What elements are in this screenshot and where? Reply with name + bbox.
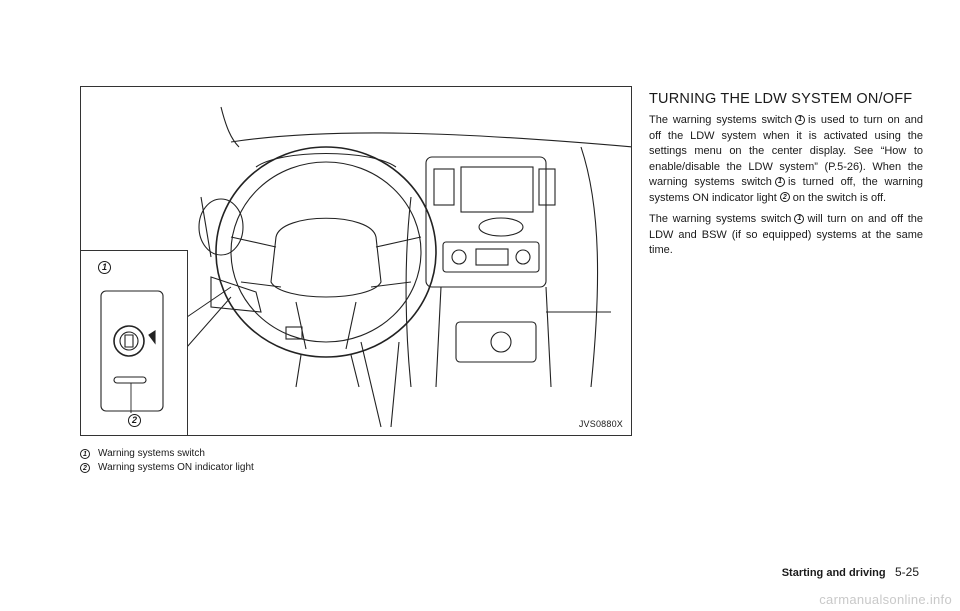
footer-section-name: Starting and driving <box>781 567 886 579</box>
inline-callout: 1 <box>795 114 806 125</box>
switch-inset: 1 2 <box>81 250 188 435</box>
page-number: 5-25 <box>894 565 919 579</box>
paragraph-text: is used to turn on and off the LDW syste… <box>649 114 924 188</box>
inline-callout: 2 <box>779 192 790 202</box>
warning-systems-switch <box>113 325 145 357</box>
steering-wheel-inner <box>230 161 422 343</box>
section-title: TURNING THE LDW SYSTEM ON/OFF <box>649 91 913 107</box>
paragraph-text: The warning systems switch <box>649 213 792 225</box>
indicator-light <box>113 376 147 384</box>
paragraph-text: will turn on and off the LDW and BSW (if… <box>649 213 924 256</box>
dashboard-illustration: 1 2 JVS0880X <box>80 86 632 436</box>
center-stack <box>425 156 547 288</box>
paragraph-text: is turned off, the warning systems ON in… <box>649 176 923 204</box>
steering-hub <box>270 217 382 298</box>
legend-callout-1: 1 <box>80 449 90 459</box>
steering-wheel-outer <box>215 146 437 358</box>
dashboard-drawing <box>186 106 631 428</box>
legend-item: 2 Warning systems ON indicator light <box>80 461 254 475</box>
legend-label-2: Warning systems ON indicator light <box>98 462 254 473</box>
figure-legend: 1 Warning systems switch 2 Warning syste… <box>80 447 254 475</box>
legend-item: 1 Warning systems switch <box>80 447 254 461</box>
inline-callout: 1 <box>794 213 805 224</box>
inline-callout: 1 <box>774 176 785 187</box>
paragraph-text: The warning systems switch <box>649 114 793 126</box>
watermark: carmanualsonline.info <box>819 592 952 607</box>
center-display <box>460 166 534 213</box>
paragraph-text: on the switch is off. <box>792 191 887 204</box>
page-footer: Starting and driving 5-25 <box>782 565 919 579</box>
inset-callout-2: 2 <box>128 414 141 427</box>
switch-panel <box>100 290 164 412</box>
inset-callout-1: 1 <box>98 261 111 274</box>
switch-inset-drawing <box>100 290 164 413</box>
legend-callout-2: 2 <box>80 463 90 473</box>
dash-top-line <box>230 132 631 148</box>
figure-code: JVS0880X <box>578 419 623 429</box>
legend-label-1: Warning systems switch <box>98 448 205 459</box>
